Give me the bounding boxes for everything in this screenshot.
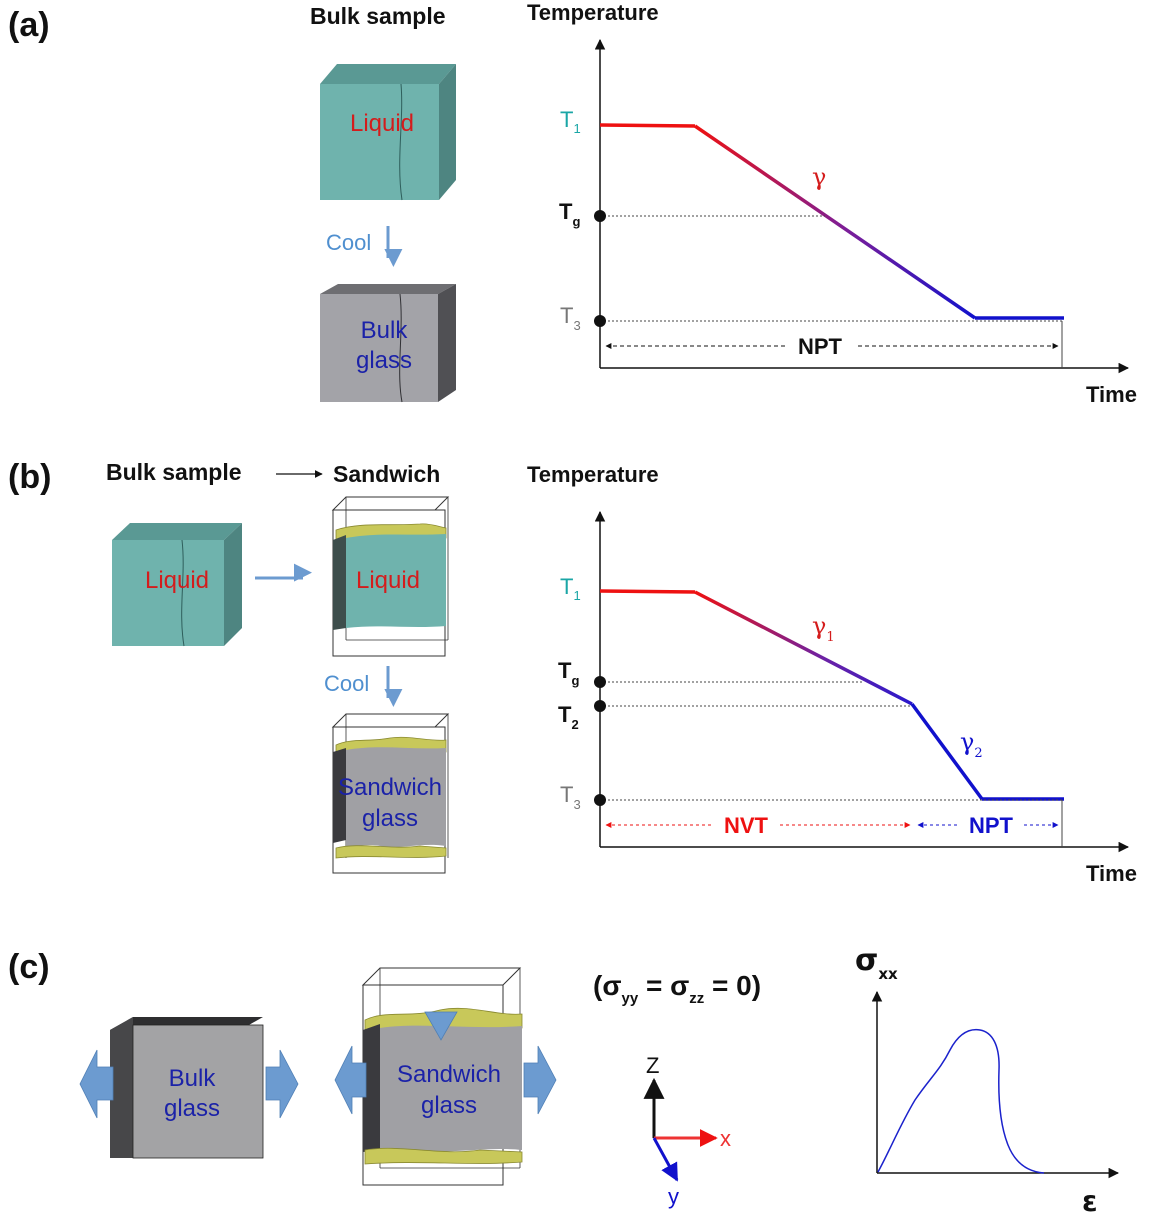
sandwich-liquid-box: Liquid [331, 496, 450, 657]
notch-marker-icon [424, 1011, 458, 1041]
temperature-plot-a: Temperature Time T1 Tg T3 γ NPT [527, 0, 1137, 407]
panel-c: (c) Bulk glass Sandwich glass [8, 943, 1120, 1216]
cool-label-b: Cool [324, 671, 369, 696]
stress-axis-label: σxx [855, 943, 898, 983]
stress-strain-plot: σxx ε [855, 943, 1120, 1216]
sandwich-glass-line2-c: glass [421, 1092, 477, 1119]
t3-point-a [594, 315, 606, 327]
stress-condition-label: (σyy = σzz = 0) [593, 970, 761, 1007]
strain-axis-label: ε [1082, 1185, 1098, 1216]
cooling-ramp-1-b [694, 590, 913, 706]
x-axis-title-a: Time [1086, 382, 1137, 407]
z-axis-label: Z [646, 1053, 659, 1078]
sandwich-glass-box: Sandwich glass [331, 713, 450, 874]
cooling-ramp-a [694, 124, 976, 320]
sandwich-glass-line1-c: Sandwich [397, 1061, 501, 1088]
tg-label-a: Tg [559, 199, 580, 229]
liquid-cube-a: Liquid [320, 64, 456, 201]
panel-b: (b) Bulk sample Sandwich Liquid Liquid C… [8, 458, 1137, 886]
panel-b-header-left: Bulk sample [106, 459, 242, 485]
panel-a-header: Bulk sample [310, 3, 446, 29]
npt-label-b: NPT [969, 813, 1014, 838]
x-axis-title-b: Time [1086, 861, 1137, 886]
nvt-label-b: NVT [724, 813, 769, 838]
tension-arrow-left-sandwich [334, 1045, 367, 1115]
tension-arrow-right-sandwich [523, 1045, 557, 1115]
cool-label-a: Cool [326, 230, 371, 255]
t2-point-b [594, 700, 606, 712]
t1-label-b: T1 [560, 574, 581, 603]
panel-c-label: (c) [8, 948, 50, 986]
bulk-glass-line1-a: Bulk [361, 317, 409, 344]
y-axis-label: y [668, 1184, 679, 1209]
tg-point-b [594, 676, 606, 688]
y-axis-title-a: Temperature [527, 0, 659, 25]
tension-arrow-right-bulk [265, 1049, 299, 1119]
panel-a: (a) Bulk sample Liquid Cool Bulk glass T… [8, 0, 1137, 407]
gamma2-label-b: γ2 [960, 728, 983, 761]
bulk-glass-line2-c: glass [164, 1095, 220, 1122]
liquid-label-b-left: Liquid [145, 567, 209, 594]
bulk-glass-line1-c: Bulk [169, 1065, 217, 1092]
hold-hot-segment-b [599, 589, 696, 594]
t3-label-a: T3 [560, 303, 581, 333]
t1-label-a: T1 [560, 107, 581, 136]
gamma1-label-b: γ1 [812, 612, 835, 645]
bulk-glass-line2-a: glass [356, 347, 412, 374]
temperature-plot-b: Temperature Time T1 Tg T2 T3 γ1 γ2 NVT [527, 462, 1137, 886]
sandwich-glass-line1-b: Sandwich [338, 774, 442, 801]
bulk-glass-block-c: Bulk glass [110, 1017, 264, 1159]
t3-point-b [594, 794, 606, 806]
y-axis-arrow [652, 1137, 679, 1182]
tg-point-a [594, 210, 606, 222]
liquid-label-a: Liquid [350, 110, 414, 137]
y-axis-title-b: Temperature [527, 462, 659, 487]
sandwich-glass-line2-b: glass [362, 805, 418, 832]
tg-label-b: Tg [558, 658, 579, 688]
npt-label-a: NPT [798, 334, 843, 359]
panel-b-header-right: Sandwich [333, 461, 440, 487]
liquid-cube-b: Liquid [112, 523, 242, 647]
tension-arrow-left-bulk [79, 1049, 114, 1119]
panel-b-label: (b) [8, 458, 51, 496]
stress-strain-curve [877, 1028, 1045, 1174]
liquid-label-b-sandwich: Liquid [356, 567, 420, 594]
bulk-glass-cube-a: Bulk glass [320, 284, 456, 403]
t2-label-b: T2 [558, 702, 579, 732]
x-axis-label: x [720, 1126, 731, 1151]
panel-a-label: (a) [8, 6, 50, 44]
t3-label-b: T3 [560, 782, 581, 812]
coordinate-axes-icon: Z x y [643, 1053, 731, 1209]
gamma-label-a: γ [812, 163, 826, 191]
sandwich-glass-block-c: Sandwich glass [361, 967, 523, 1186]
cooling-ramp-2-b [910, 702, 984, 801]
hold-hot-segment-a [599, 123, 696, 128]
